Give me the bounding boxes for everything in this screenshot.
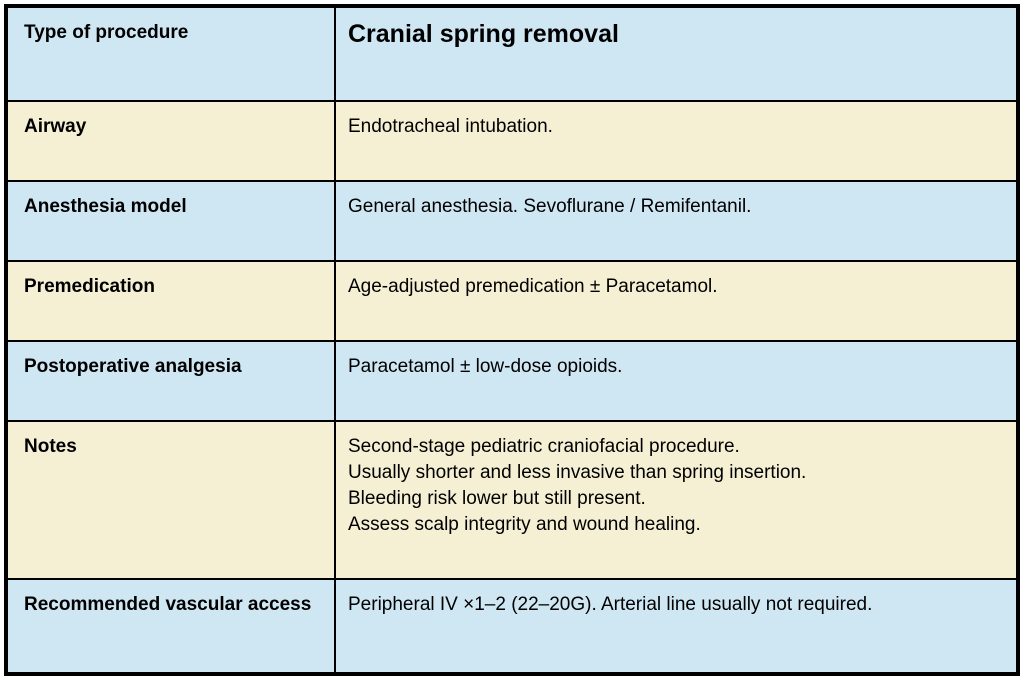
row-label: Premedication bbox=[8, 262, 336, 340]
table-row-airway: Airway Endotracheal intubation. bbox=[8, 100, 1016, 180]
table-row-recommended-vascular-access: Recommended vascular access Peripheral I… bbox=[8, 578, 1016, 672]
table-row-postoperative-analgesia: Postoperative analgesia Paracetamol ± lo… bbox=[8, 340, 1016, 420]
row-value: Age-adjusted premedication ± Paracetamol… bbox=[348, 276, 718, 297]
row-value: Peripheral IV ×1–2 (22–20G). Arterial li… bbox=[348, 594, 873, 615]
row-label: Type of procedure bbox=[8, 8, 336, 100]
row-label: Airway bbox=[8, 102, 336, 180]
table-row-type-of-procedure: Type of procedure Cranial spring removal bbox=[8, 8, 1016, 100]
row-label: Anesthesia model bbox=[8, 182, 336, 260]
table-row-premedication: Premedication Age-adjusted premedication… bbox=[8, 260, 1016, 340]
procedure-table: Type of procedure Cranial spring removal… bbox=[4, 4, 1020, 676]
row-value: Endotracheal intubation. bbox=[348, 116, 553, 137]
row-value: Paracetamol ± low-dose opioids. bbox=[348, 356, 623, 377]
row-label: Recommended vascular access bbox=[8, 580, 336, 672]
table-row-anesthesia-model: Anesthesia model General anesthesia. Sev… bbox=[8, 180, 1016, 260]
row-value: General anesthesia. Sevoflurane / Remife… bbox=[348, 196, 752, 217]
row-label: Notes bbox=[8, 422, 336, 578]
table-row-notes: Notes Second-stage pediatric craniofacia… bbox=[8, 420, 1016, 578]
procedure-title: Cranial spring removal bbox=[348, 20, 619, 48]
row-value: Second-stage pediatric craniofacial proc… bbox=[348, 436, 807, 535]
row-label: Postoperative analgesia bbox=[8, 342, 336, 420]
